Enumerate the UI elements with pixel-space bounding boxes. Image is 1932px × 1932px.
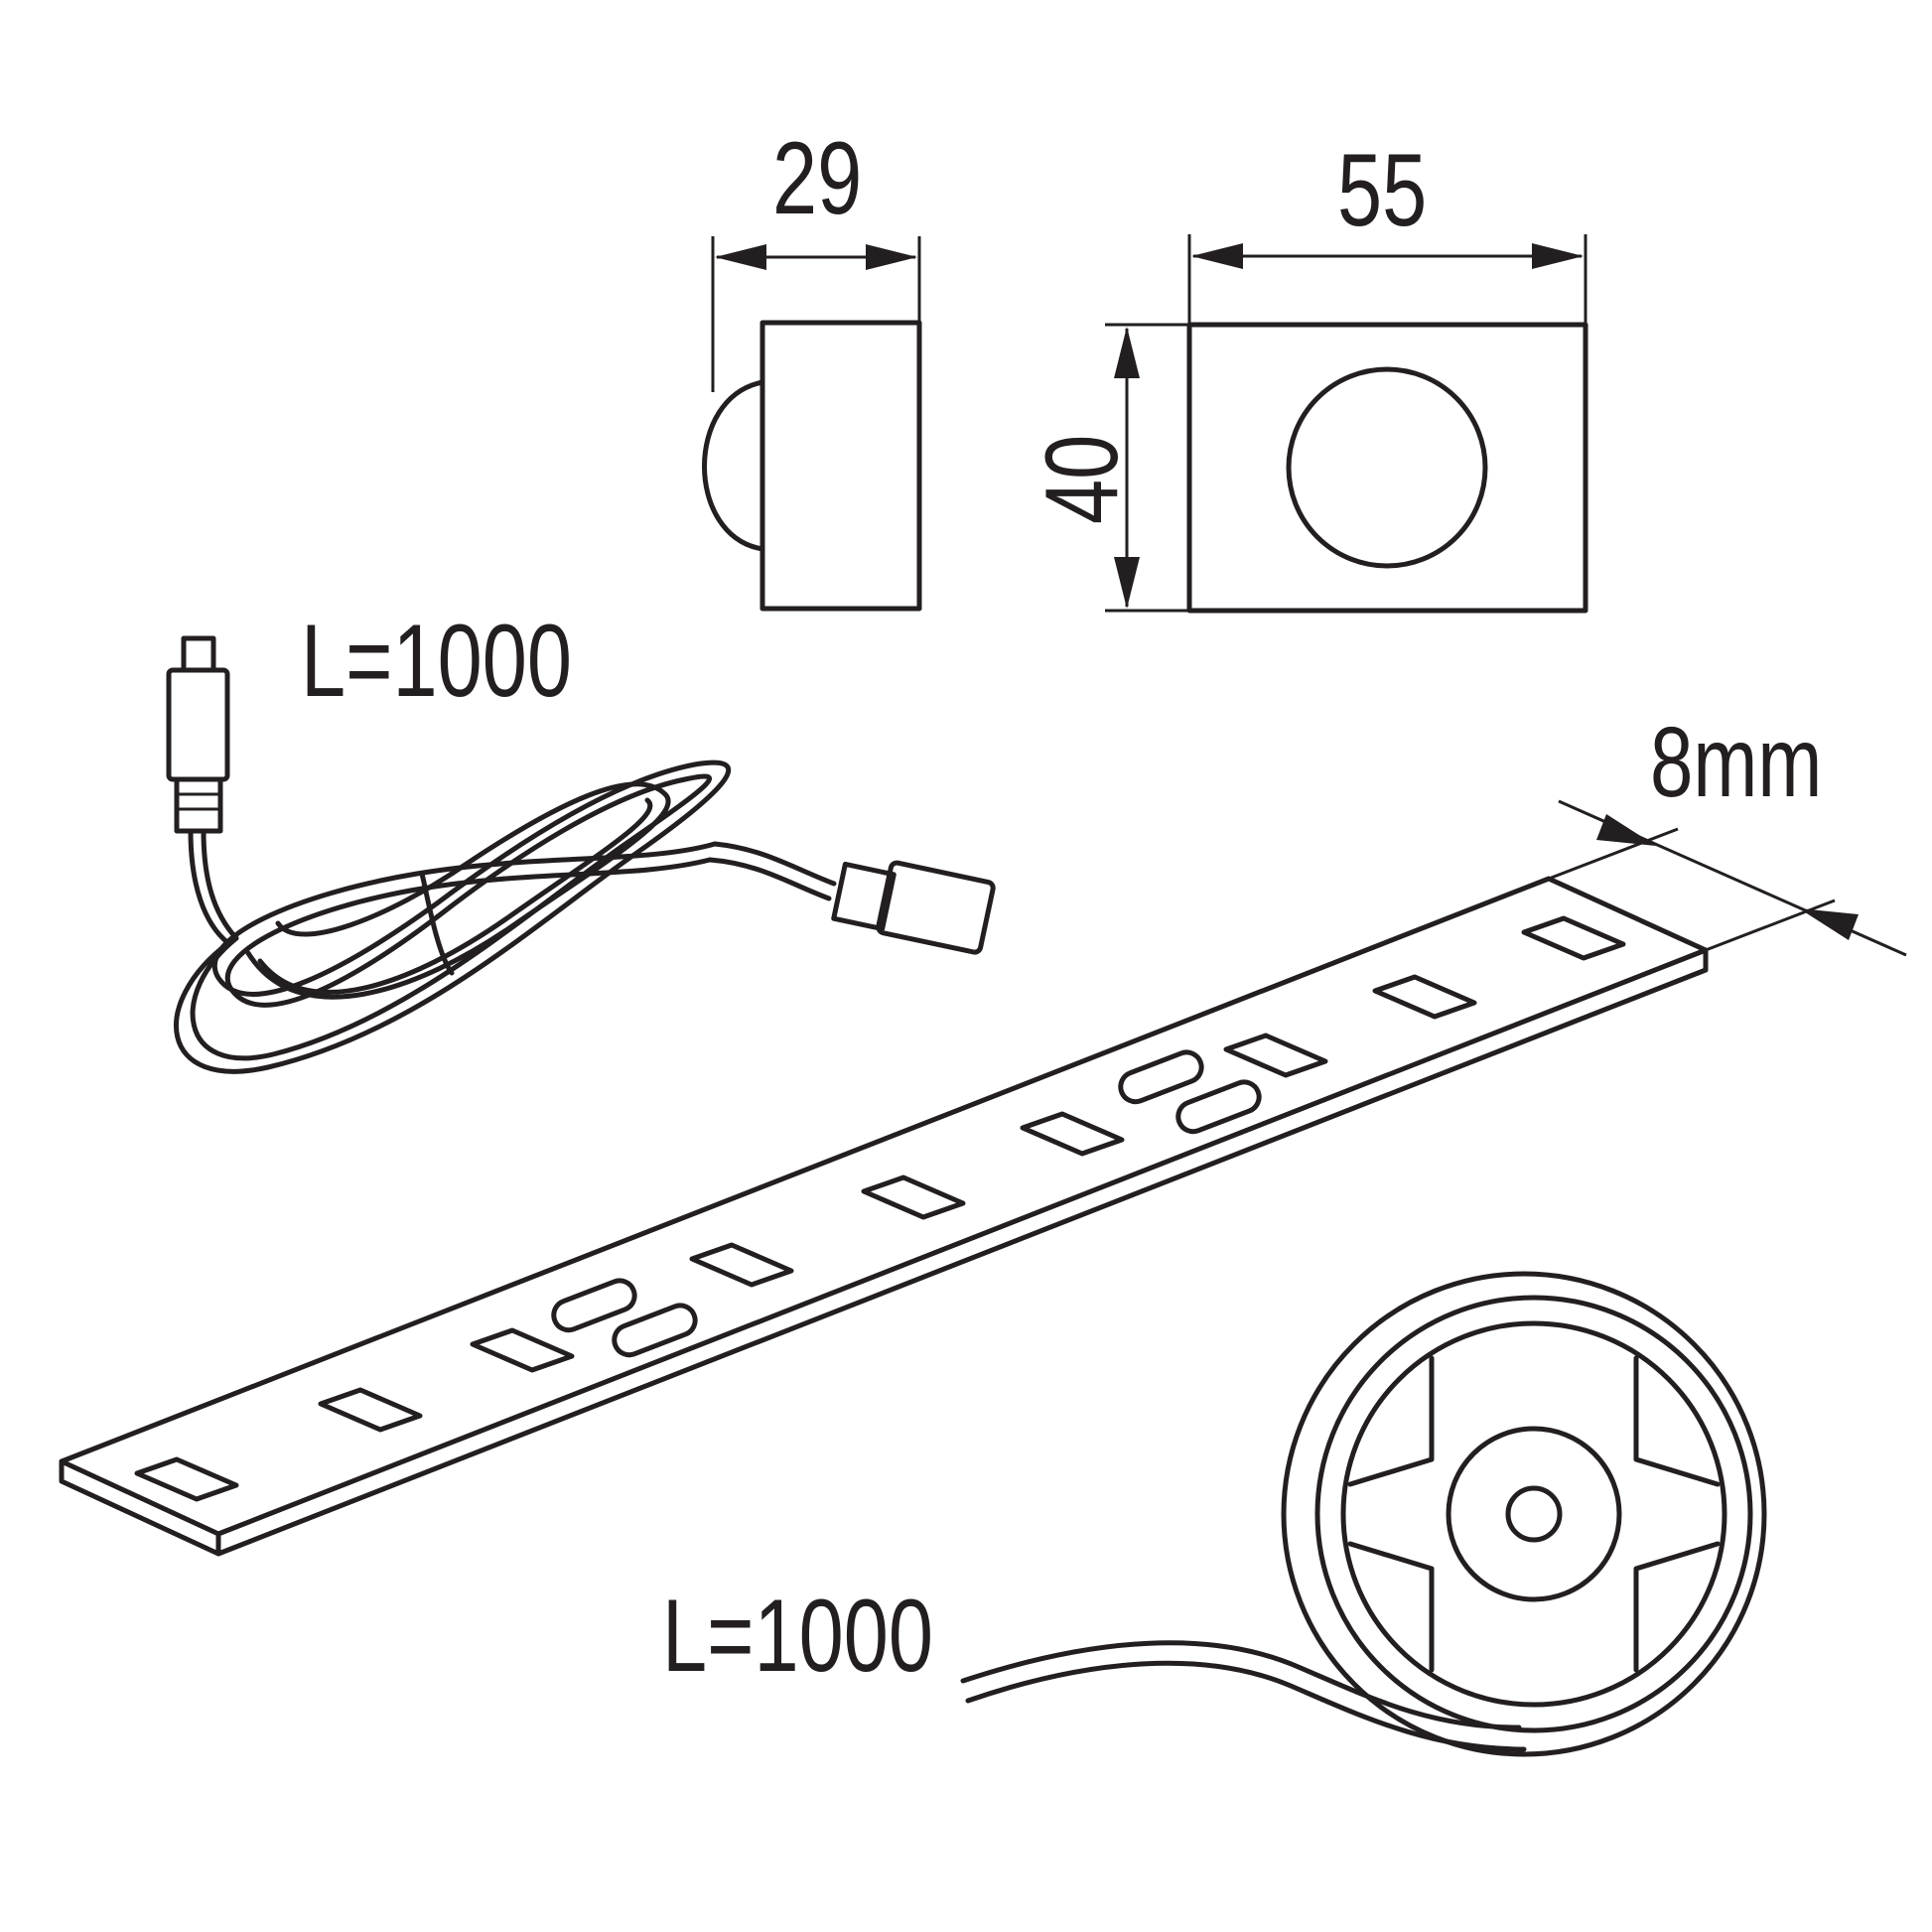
dc-plug-pin — [181, 635, 216, 673]
cable-tie — [419, 871, 455, 976]
dc-plug-collar — [174, 776, 223, 834]
cable-to-socket — [712, 841, 837, 887]
reel-strip-layer — [1314, 1295, 1753, 1733]
side-view-body — [759, 320, 922, 612]
reel-center-hole — [1505, 1485, 1563, 1543]
front-view — [1105, 234, 1588, 614]
led-strip — [59, 799, 1907, 1557]
cable-length-label: L=1000 — [301, 604, 572, 719]
depth-dimension-label: 29 — [772, 121, 863, 236]
reel-strip-tail — [960, 1640, 1522, 1730]
height-dimension-label: 40 — [1025, 434, 1140, 524]
reel-spoke-tr — [1633, 1355, 1721, 1487]
dc-socket-body — [876, 860, 996, 955]
reel-hub — [1446, 1426, 1622, 1602]
reel-length-label: L=1000 — [662, 1579, 933, 1694]
arrow-left-29 — [715, 244, 766, 270]
reel-spoke-bl — [1347, 1541, 1435, 1673]
reel-spoke-br — [1633, 1541, 1721, 1673]
reel-flange — [1340, 1320, 1727, 1708]
strip-top-face — [59, 876, 1709, 1537]
arrow-top-40 — [1114, 327, 1140, 378]
resistors — [551, 1049, 1262, 1358]
arrow-left-55 — [1191, 243, 1243, 269]
arrow-bottom-8mm — [1799, 908, 1859, 940]
strip-width-label: 8mm — [1650, 707, 1823, 818]
front-view-body — [1186, 322, 1588, 614]
strip-edge — [59, 947, 1709, 1557]
reel-outer-rim — [1281, 1271, 1767, 1757]
arrow-top-8mm — [1596, 814, 1656, 846]
dc-plug-body — [166, 667, 230, 782]
strip-extension-top — [1548, 827, 1679, 881]
led-chips — [134, 915, 1626, 1502]
led-reel — [960, 1271, 1767, 1757]
arrow-right-55 — [1532, 243, 1584, 269]
cable-lead — [188, 828, 231, 946]
front-view-lens — [1286, 366, 1488, 569]
width-dimension-label: 55 — [1337, 133, 1428, 248]
strip-extension-bottom — [1705, 898, 1836, 952]
arrow-bottom-40 — [1114, 557, 1140, 609]
dc-socket-collar — [831, 861, 897, 932]
side-view-lens — [702, 379, 765, 552]
side-view — [702, 236, 922, 612]
reel-spoke-tl — [1347, 1355, 1435, 1487]
arrow-right-29 — [866, 244, 917, 270]
power-cable — [166, 635, 996, 1074]
